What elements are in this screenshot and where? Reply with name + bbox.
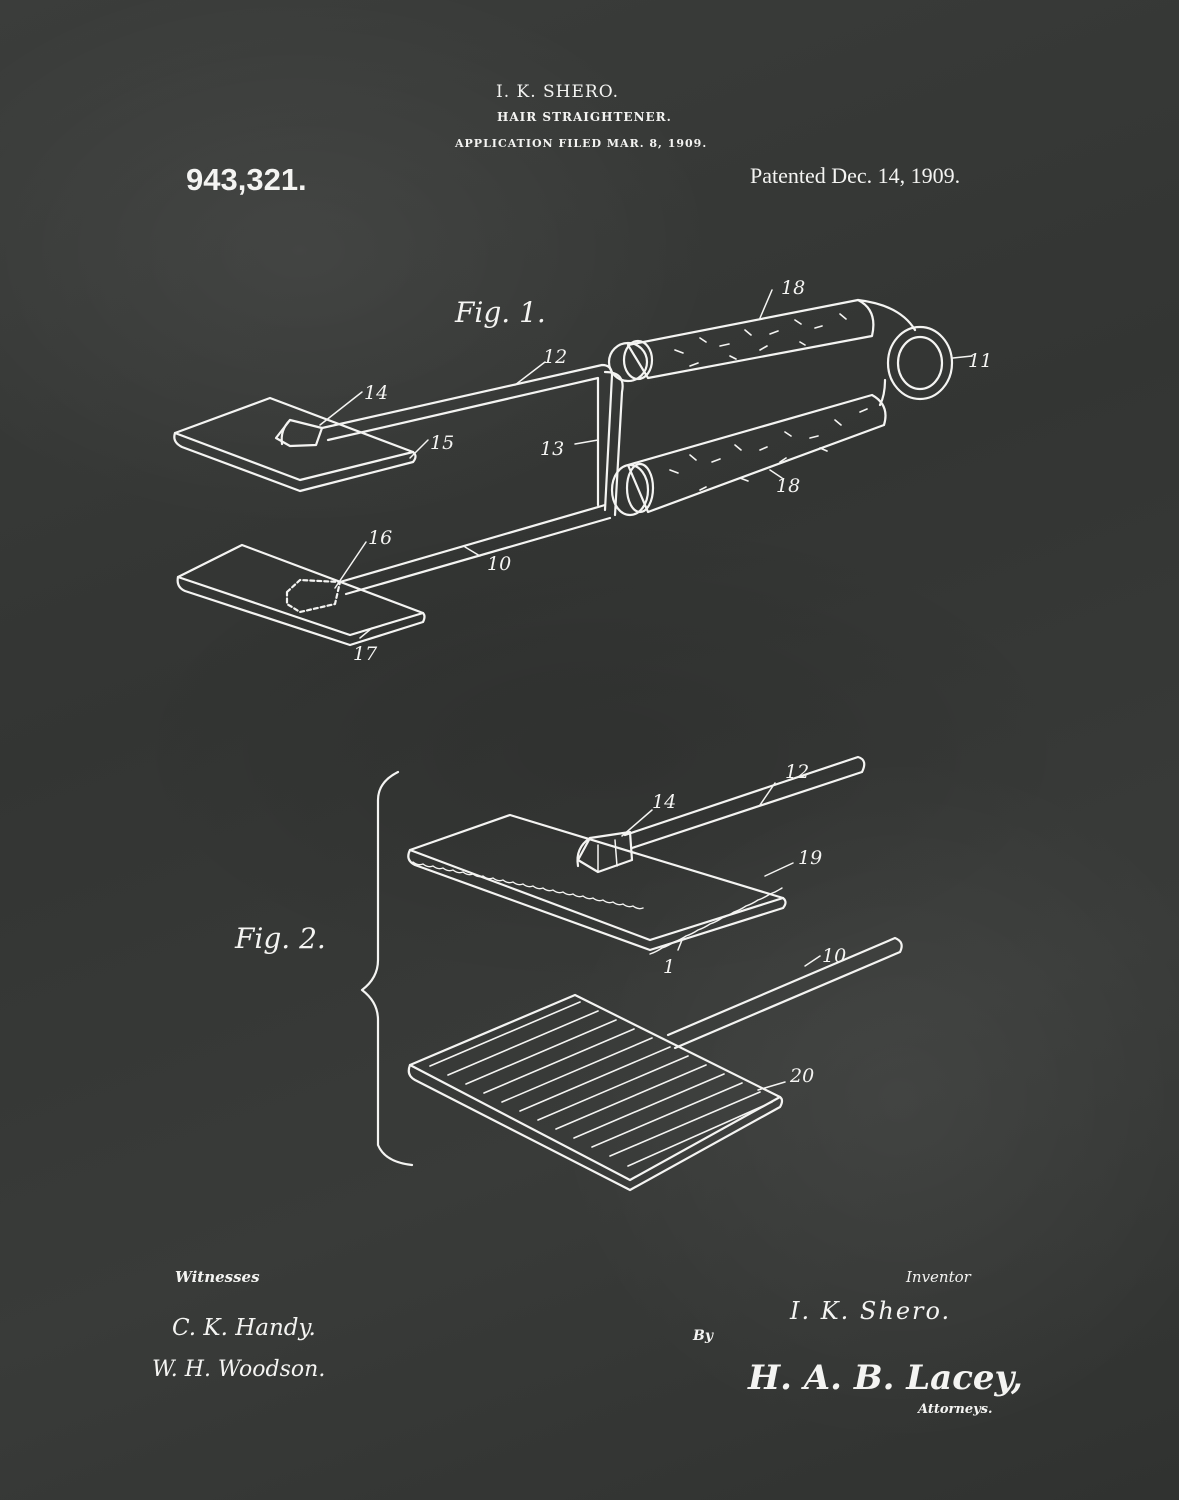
figure-2-leaders: [621, 782, 821, 1091]
inventor-label: Inventor: [906, 1268, 971, 1286]
ref-12: 12: [543, 346, 567, 368]
figure-1-drawing: Fig. 1. 18 11 12 14 15 13 18 16 10 17: [173, 277, 992, 665]
fig2-ref-19: 19: [798, 847, 822, 869]
figure-1-leaders: [319, 289, 973, 639]
figure-2-drawing: Fig. 2. 12 14 19 1 10 20: [234, 755, 903, 1192]
patent-number: 943,321.: [186, 162, 307, 197]
witness-signature-1: C. K. Handy.: [172, 1315, 316, 1341]
figure-2-label: Fig. 2.: [234, 922, 326, 955]
lower-handle-tube: [610, 393, 887, 517]
fig2-ref-20: 20: [789, 1065, 814, 1087]
upper-handle-tube: [607, 298, 875, 383]
figure-1-label: Fig. 1.: [454, 296, 546, 329]
upper-arm: [320, 363, 624, 517]
application-filed: APPLICATION FILED MAR. 8, 1909.: [455, 137, 708, 150]
fig2-grooved-plate: [407, 993, 784, 1192]
ref-13: 13: [540, 438, 564, 460]
lower-arm: [338, 503, 612, 596]
ref-14: 14: [364, 382, 388, 404]
upper-plate: [173, 396, 417, 493]
fig2-ref-10: 10: [822, 945, 846, 967]
fig2-lower-arm: [666, 936, 903, 1050]
witnesses-label: Witnesses: [175, 1268, 260, 1286]
ref-17: 17: [353, 643, 378, 665]
lower-plate: [176, 543, 426, 647]
attorney-signature: H. A. B. Lacey,: [748, 1358, 1023, 1398]
by-label: By: [693, 1328, 713, 1344]
ref-11: 11: [968, 350, 992, 372]
patent-title: HAIR STRAIGHTENER.: [497, 110, 672, 124]
patented-date: Patented Dec. 14, 1909.: [750, 163, 961, 188]
inventor-signature: I. K. Shero.: [790, 1297, 952, 1325]
fig2-upper-plate: [407, 813, 787, 955]
fig2-upper-arm: [623, 755, 866, 850]
fig2-ref-14: 14: [652, 791, 676, 813]
attorneys-label: Attorneys.: [918, 1402, 993, 1417]
ref-16: 16: [368, 527, 392, 549]
witness-signature-2: W. H. Woodson.: [152, 1357, 326, 1382]
figure-2-brace: [360, 770, 414, 1167]
fig2-ref-1: 1: [663, 956, 675, 978]
inventor-name: I. K. SHERO.: [496, 82, 620, 102]
ref-18-lower: 18: [776, 475, 800, 497]
ref-15: 15: [430, 432, 454, 454]
fig2-ref-12: 12: [785, 761, 809, 783]
ref-10: 10: [487, 553, 511, 575]
ref-18-upper: 18: [781, 277, 805, 299]
coil-spring: [856, 298, 954, 407]
